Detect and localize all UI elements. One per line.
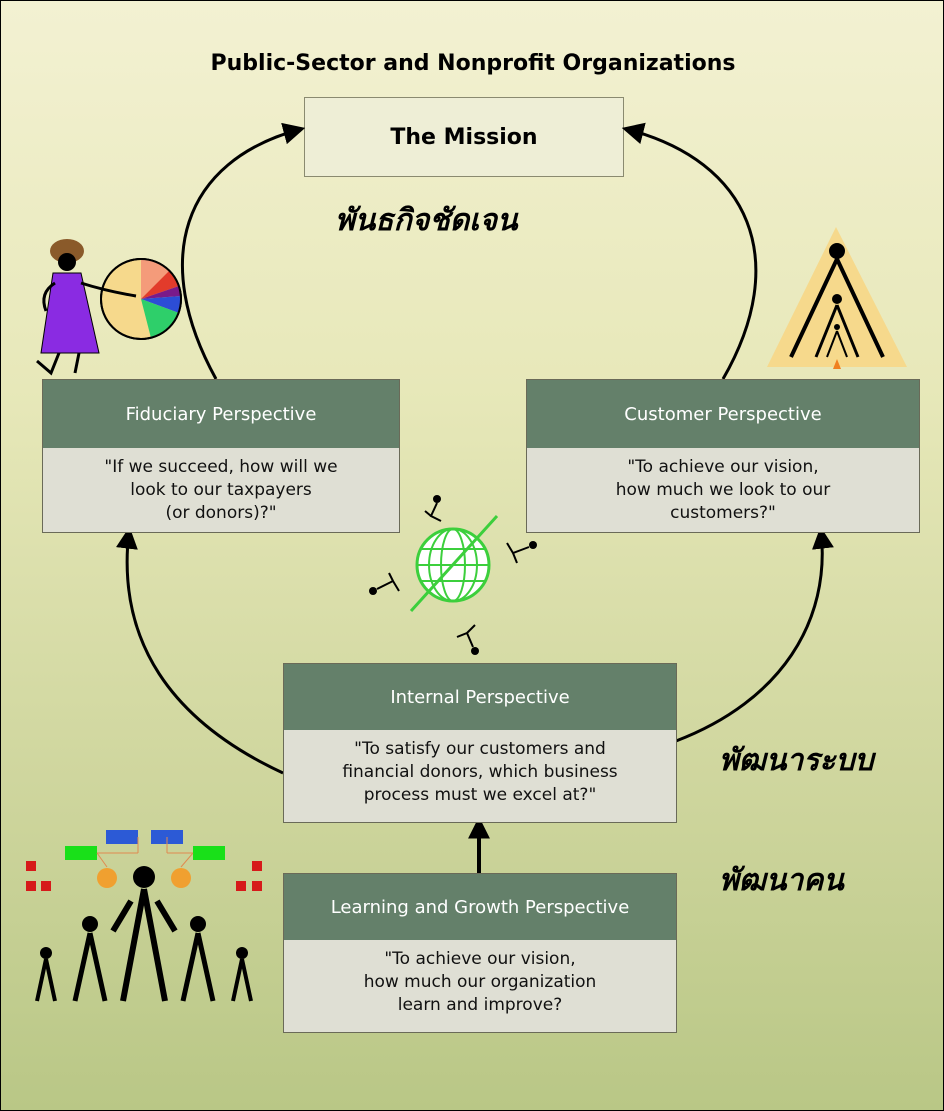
arrow-internal-to-fiduciary [116, 526, 284, 775]
diagram-title: Public-Sector and Nonprofit Organization… [210, 51, 736, 76]
mission-box: The Mission [304, 97, 624, 177]
fiduciary-line: "If we succeed, how will we [104, 457, 338, 477]
learning-growth-perspective-box: Learning and Growth Perspective "To achi… [283, 873, 677, 1033]
internal-perspective-box: Internal Perspective "To satisfy our cus… [283, 663, 677, 823]
customer-perspective-box: Customer Perspective "To achieve our vis… [526, 379, 920, 533]
fiduciary-header: Fiduciary Perspective [43, 380, 399, 448]
customer-line: customers?" [670, 503, 776, 523]
customer-line: "To achieve our vision, [627, 457, 819, 477]
learning-question: "To achieve our vision, how much our org… [284, 940, 676, 1017]
internal-question: "To satisfy our customers and financial … [284, 730, 676, 807]
customer-question: "To achieve our vision, how much we look… [527, 448, 919, 525]
mission-label: The Mission [390, 124, 538, 150]
customer-header: Customer Perspective [527, 380, 919, 448]
fiduciary-perspective-box: Fiduciary Perspective "If we succeed, ho… [42, 379, 400, 533]
thai-label-system: พัฒนาระบบ [719, 743, 874, 778]
arrow-fiduciary-to-mission [180, 122, 306, 380]
fiduciary-question: "If we succeed, how will we look to our … [43, 448, 399, 525]
learning-line: "To achieve our vision, [384, 949, 576, 969]
customer-line: how much we look to our [615, 480, 831, 500]
learning-line: learn and improve? [397, 995, 563, 1015]
fiduciary-line: look to our taxpayers [130, 480, 312, 500]
internal-line: process must we excel at?" [363, 785, 597, 805]
internal-header: Internal Perspective [284, 664, 676, 730]
thai-label-mission: พันธกิจชัดเจน [335, 203, 518, 238]
arrow-internal-to-customer [675, 526, 834, 743]
thai-label-people: พัฒนาคน [719, 863, 844, 898]
fiduciary-line: (or donors)?" [165, 503, 277, 523]
internal-line: financial donors, which business [342, 762, 618, 782]
internal-line: "To satisfy our customers and [354, 739, 606, 759]
learning-line: how much our organization [363, 972, 597, 992]
arrow-customer-to-mission [621, 122, 758, 380]
learning-header: Learning and Growth Perspective [284, 874, 676, 940]
